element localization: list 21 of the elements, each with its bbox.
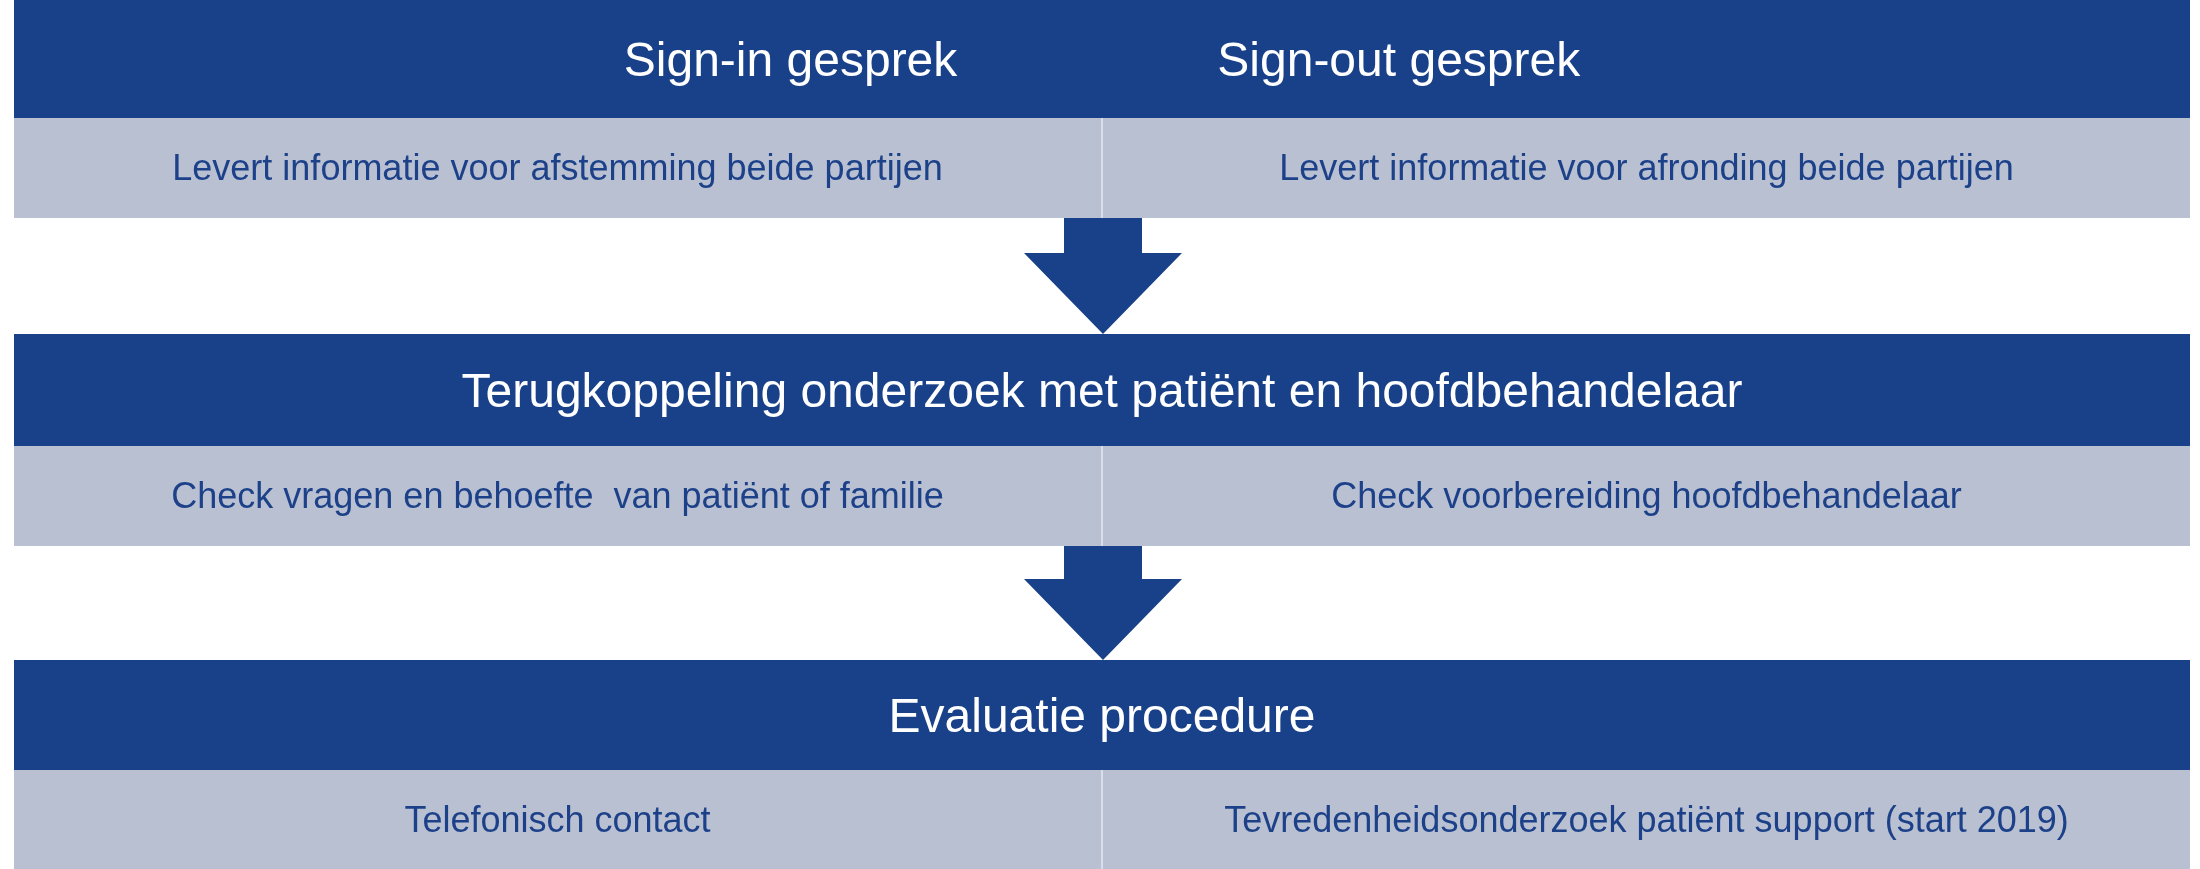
cell-text: Levert informatie voor afstemming beide partijen bbox=[172, 147, 943, 189]
info-cell bbox=[1103, 118, 2190, 218]
block-arrow bbox=[1024, 546, 1182, 660]
info-cell bbox=[1103, 770, 2190, 869]
cell-text: Levert informatie voor afronding beide partijen bbox=[1279, 147, 2014, 189]
info-cell bbox=[1103, 446, 2190, 546]
cell-text: Tevredenheidsonderzoek patiënt support (start 2019) bbox=[1224, 798, 2069, 841]
section-heading: Sign-out gesprek bbox=[1217, 31, 1581, 87]
section-heading: Evaluatie procedure bbox=[888, 687, 1316, 743]
cell-text: Check voorbereiding hoofdbehandelaar bbox=[1331, 475, 1962, 517]
header-band bbox=[14, 0, 2190, 118]
info-cell bbox=[14, 118, 1103, 218]
cell-text: Check vragen en behoefte van patiënt of familie bbox=[171, 475, 944, 517]
section-heading: Terugkoppeling onderzoek met patiënt en hoofdbehandelaar bbox=[461, 362, 1743, 418]
header-band bbox=[14, 660, 2190, 770]
block-arrow bbox=[1024, 218, 1182, 334]
cell-text: Telefonisch contact bbox=[404, 798, 711, 841]
info-cell bbox=[14, 770, 1103, 869]
section-heading: Sign-in gesprek bbox=[623, 31, 958, 87]
header-band bbox=[14, 334, 2190, 446]
info-cell bbox=[14, 446, 1103, 546]
